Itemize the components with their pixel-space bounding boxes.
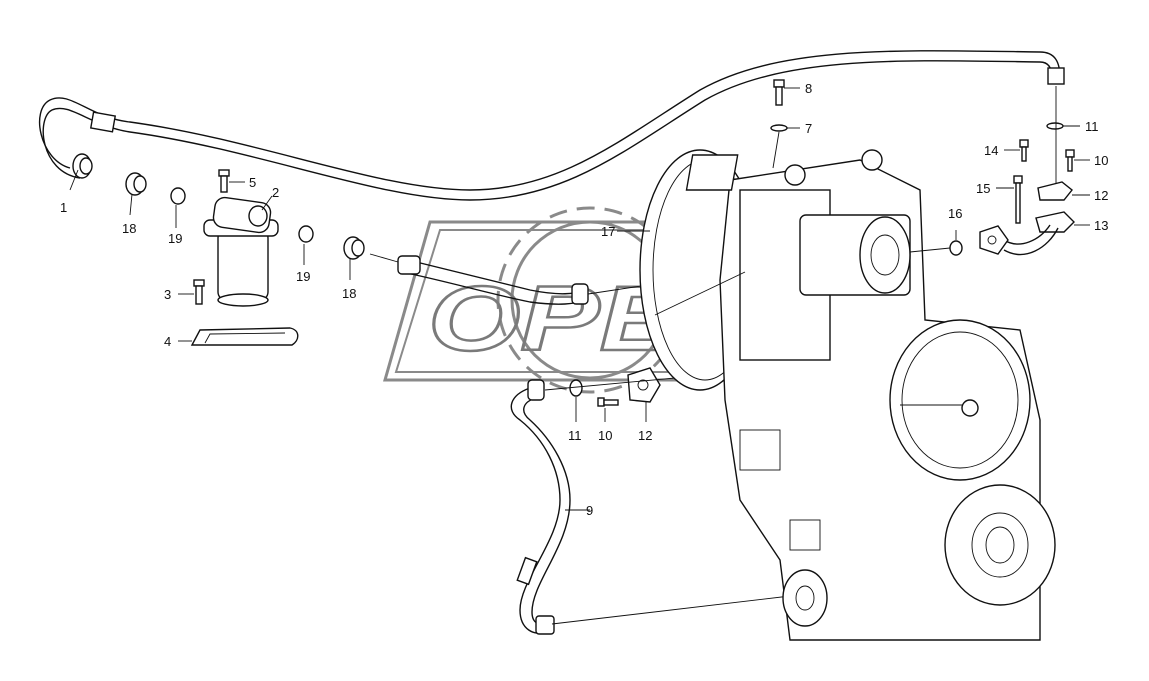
lower-fitting-cluster [544,367,741,422]
callout-9: 9 [586,503,593,518]
callout-12-right: 12 [1094,188,1108,203]
callout-11-lower: 11 [568,428,582,443]
part-4-gasket [178,327,299,346]
callout-5: 5 [249,175,256,190]
upper-hose [38,50,1065,201]
callout-12-lower: 12 [638,428,652,443]
callout-18-left: 18 [122,221,136,236]
part-18-fitting-center [343,236,365,280]
part-19-oring-left [170,187,186,228]
part-5-bolt [218,169,245,193]
transmission-housing [639,149,1056,641]
callout-19-left: 19 [168,231,182,246]
part-9-lower-hose [510,379,791,635]
callout-2: 2 [272,185,279,200]
part-7-washer [770,124,800,169]
part-1-fitting [69,153,93,191]
callout-16: 16 [948,206,962,221]
callout-13: 13 [1094,218,1108,233]
part-19-oring-center [298,225,314,265]
callout-14: 14 [984,143,998,158]
part-8-bolt [773,79,800,106]
callout-11-right: 11 [1085,119,1099,134]
callout-17: 17 [601,224,615,239]
callout-4: 4 [164,334,171,349]
part-2-filter [203,195,279,307]
callout-19-center: 19 [296,269,310,284]
callout-3: 3 [164,287,171,302]
callout-18-center: 18 [342,286,356,301]
callout-10-lower: 10 [598,428,612,443]
right-fitting-cluster [909,86,1090,256]
callout-8: 8 [805,81,812,96]
callout-1: 1 [60,200,67,215]
callout-labels: 1 2 3 4 5 7 8 9 10 10 11 11 12 12 13 14 … [60,81,1108,518]
callout-7: 7 [805,121,812,136]
part-3-bolt [178,279,205,305]
part-18-fitting-left [125,172,147,216]
callout-15: 15 [976,181,990,196]
callout-10-right: 10 [1094,153,1108,168]
